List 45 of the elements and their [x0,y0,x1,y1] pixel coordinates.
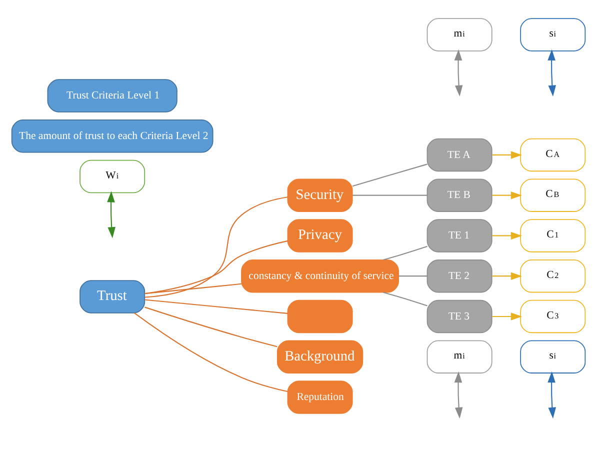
arrow [454,48,463,96]
connector [383,245,428,260]
node-box: TE 2 [426,259,492,292]
node-box: TE 3 [426,299,492,333]
node-box: Trust Criteria Level 1 [47,78,178,112]
node-box: The amount of trust to each Criteria Level 2 [11,119,214,152]
node-box: Reputation [287,380,353,414]
arrow [492,190,522,199]
arrow [492,312,522,320]
node-box: C2 [520,259,586,292]
arrow [492,231,522,240]
node-box: Background [276,340,364,373]
node-box: C1 [520,218,586,252]
node-box: Trust [80,280,146,313]
connector [134,312,288,392]
arrow [548,48,556,96]
node-box [287,299,353,333]
node-box: Privacy [287,218,353,252]
connector [398,275,428,276]
arrow [107,190,116,238]
node-box: TE A [426,138,492,172]
node-box: Security [287,178,353,212]
node-box: Wi [80,159,146,193]
arrow [492,150,522,158]
node-box: constancy & continuity of service [241,259,399,292]
node-box: mi [426,18,492,51]
connector [383,291,428,306]
node-box: mi [426,340,492,373]
node-box: TE B [426,178,492,212]
node-box: TE 1 [426,218,492,252]
node-box: CA [520,138,586,172]
connector [144,282,242,294]
node-box: CB [520,178,586,212]
arrow [492,272,522,280]
connector [352,163,428,186]
connector [352,194,428,196]
connector [144,240,288,294]
arrow [454,370,463,418]
connector [144,196,288,298]
node-box: si [520,18,586,51]
connector [144,298,288,314]
arrow [548,370,556,418]
connector [144,306,278,347]
node-box: C3 [520,299,586,333]
node-box: si [520,340,586,373]
